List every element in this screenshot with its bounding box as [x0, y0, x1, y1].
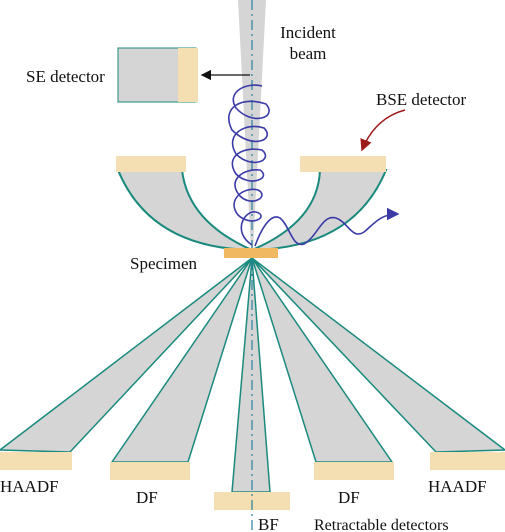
se-detector-label: SE detector	[26, 67, 105, 86]
bse-wavy-path	[254, 207, 400, 247]
specimen	[224, 248, 278, 258]
incident-beam-label-1: Incident	[280, 23, 336, 42]
incident-beam-label-2: beam	[290, 44, 327, 63]
specimen-label: Specimen	[130, 254, 198, 273]
retractable-detectors-label: Retractable detectors	[314, 517, 449, 532]
bse-detector	[116, 156, 388, 251]
haadf-left-label: HAADF	[0, 477, 59, 496]
bf-label: BF	[258, 515, 279, 532]
df-left-label: DF	[136, 488, 158, 507]
transmitted-cones	[0, 257, 505, 493]
haadf-right-detector	[430, 452, 505, 470]
haadf-right-label: HAADF	[428, 477, 487, 496]
se-spiral	[228, 84, 270, 246]
df-right-detector	[314, 462, 394, 480]
haadf-left-detector	[0, 452, 72, 470]
bse-pointer-arrow	[360, 109, 406, 152]
df-left-detector	[110, 462, 190, 480]
bse-detector-label: BSE detector	[376, 90, 467, 109]
se-detector	[117, 47, 198, 103]
df-right-label: DF	[338, 488, 360, 507]
